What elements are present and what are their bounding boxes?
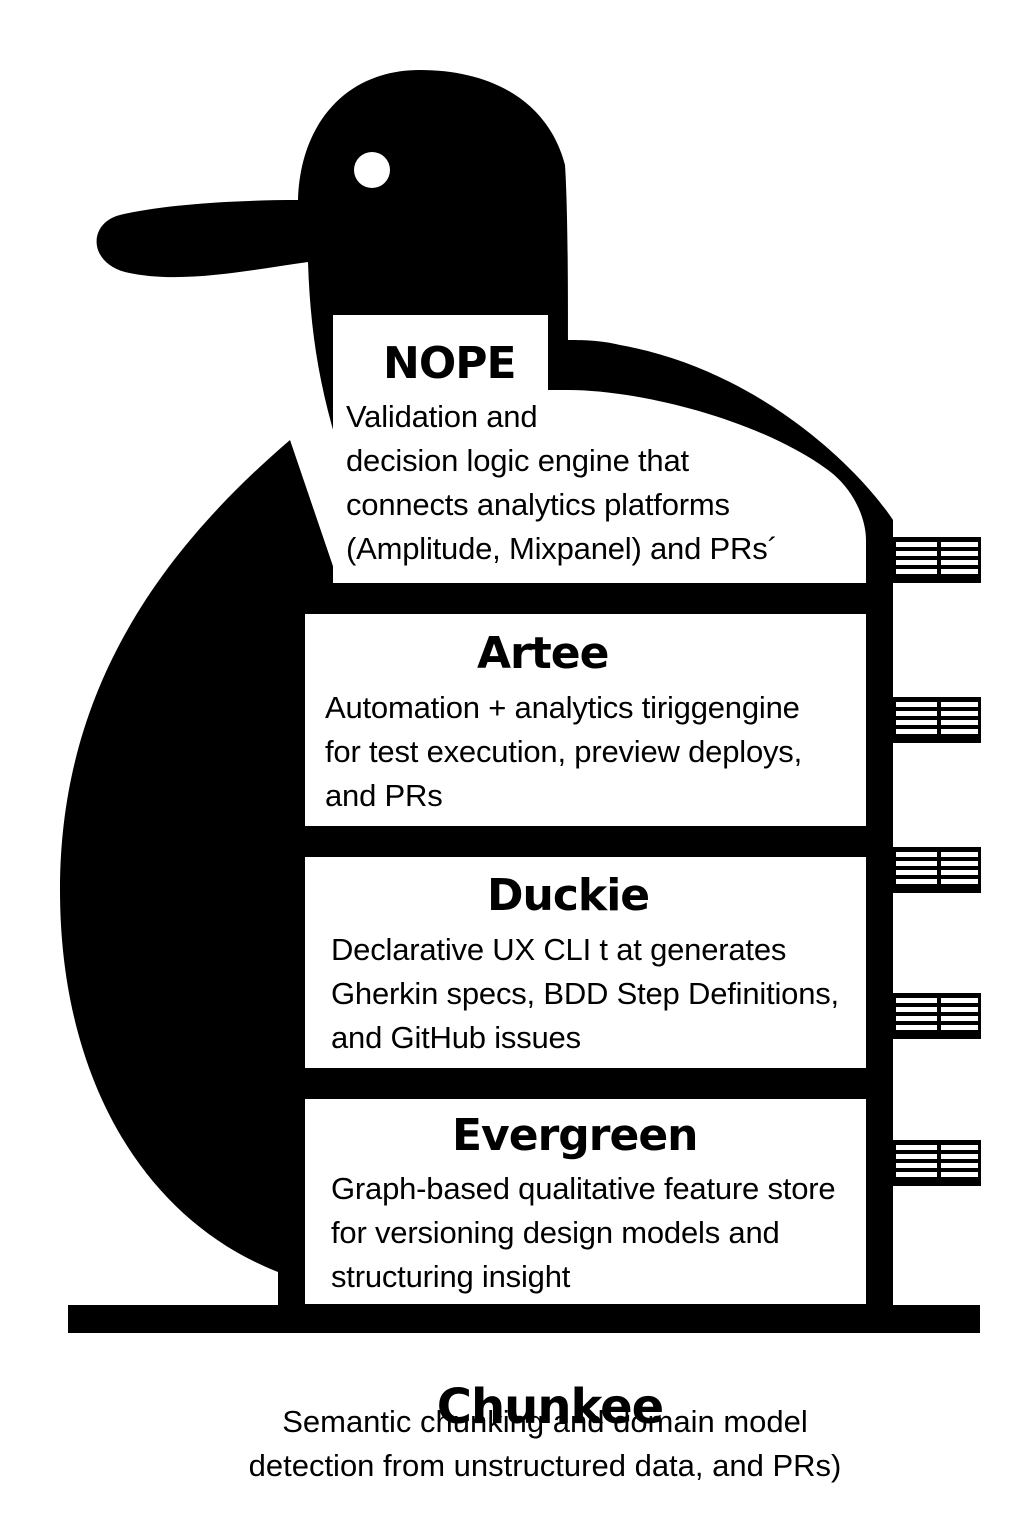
panel-shape-duckie [305, 857, 866, 1068]
panel-description-nope: Validation and decision logic engine tha… [346, 395, 778, 571]
description-line: Gherkin specs, BDD Step Definitions, [331, 976, 839, 1011]
description-line: (Amplitude, Mixpanel) and PRs´ [346, 531, 778, 566]
description-line: Semantic chunking and domain model [282, 1404, 808, 1439]
description-line: Graph-based qualitative feature store [331, 1171, 836, 1206]
wall-vent-icon [893, 537, 981, 583]
duck-eye-icon [354, 152, 390, 188]
description-line: and PRs [325, 778, 443, 813]
panel-shape-nope [333, 315, 866, 583]
panel-description-artee: Automation + analytics tiriggengine for … [325, 686, 802, 818]
wall-vent-icon [893, 847, 981, 893]
wall-vents [893, 537, 981, 1186]
description-line: connects analytics platforms [346, 487, 730, 522]
wall-vent-icon [893, 1140, 981, 1186]
panel-title-evergreen: Evergreen [452, 1110, 698, 1161]
description-line: for versioning design models and [331, 1215, 780, 1250]
wall-vent-icon [893, 697, 981, 743]
ground-bar [68, 1305, 980, 1333]
panel-title-nope: NOPE [383, 338, 517, 389]
description-line: detection from unstructured data, and PR… [248, 1448, 842, 1483]
foundation-description: Semantic chunking and domain model detec… [0, 1400, 1024, 1488]
panel-shape-evergreen [305, 1099, 866, 1304]
panel-description-duckie: Declarative UX CLI t at generates Gherki… [331, 928, 839, 1060]
panel-title-duckie: Duckie [487, 870, 650, 921]
panel-description-evergreen: Graph-based qualitative feature store fo… [331, 1167, 836, 1299]
description-line: decision logic engine that [346, 443, 689, 478]
description-line: structuring insight [331, 1259, 571, 1294]
wall-vent-icon [893, 993, 981, 1039]
description-line: Declarative UX CLI t at generates [331, 932, 787, 967]
description-line: Automation + analytics tiriggengine [325, 690, 800, 725]
description-line: Validation and [346, 399, 538, 434]
panel-title-artee: Artee [477, 628, 609, 679]
panel-shape-artee [305, 614, 866, 826]
description-line: and GitHub issues [331, 1020, 581, 1055]
foundation-title: Chunkee [436, 1378, 664, 1435]
description-line: for test execution, preview deploys, [325, 734, 802, 769]
